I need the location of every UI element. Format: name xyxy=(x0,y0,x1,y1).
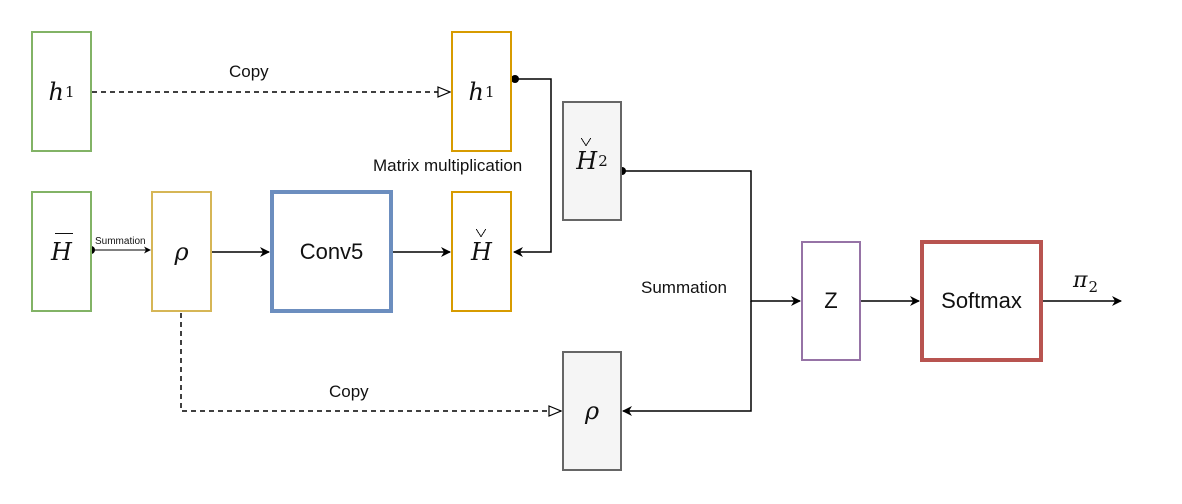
label-copy-top: Copy xyxy=(229,62,269,81)
label-summation: Summation xyxy=(641,278,727,297)
node-z-label: Z xyxy=(824,288,838,313)
edge-h1-to-hhat xyxy=(513,78,552,257)
edge-copy-rho xyxy=(180,313,561,411)
node-z: Z xyxy=(801,241,861,361)
edge-hhat2-to-z xyxy=(622,170,801,306)
node-h-hat-2-subscript: 2 xyxy=(598,152,608,170)
label-output-symbol: π xyxy=(1073,268,1088,293)
node-rho-copy: ρ xyxy=(562,351,622,471)
node-h1-copy-symbol: h xyxy=(468,77,484,106)
node-conv5: Conv5 xyxy=(270,190,393,313)
node-softmax: Softmax xyxy=(920,240,1043,362)
node-rho-source-symbol: ρ xyxy=(174,237,189,266)
label-output: π2 xyxy=(1073,268,1098,296)
node-rho-copy-symbol: ρ xyxy=(584,397,600,425)
label-copy-bottom: Copy xyxy=(329,382,369,401)
label-output-subscript: 2 xyxy=(1088,278,1099,296)
node-conv5-label: Conv5 xyxy=(299,238,364,264)
edge-sum-to-rho xyxy=(622,301,752,416)
node-h1-source-subscript: 1 xyxy=(64,82,75,101)
node-h1-source-symbol: h xyxy=(48,77,64,106)
node-h-hat-symbol: H xyxy=(471,228,492,266)
label-matrix-multiplication: Matrix multiplication xyxy=(373,156,523,175)
edge-h1-dot xyxy=(511,75,519,83)
node-softmax-label: Softmax xyxy=(941,288,1022,313)
node-h-bar: H xyxy=(31,191,92,312)
node-h1-copy-subscript: 1 xyxy=(484,82,495,101)
node-h-hat: H xyxy=(451,191,512,312)
node-h-hat-2-symbol: H xyxy=(576,138,598,175)
node-rho-source: ρ xyxy=(151,191,212,312)
label-summation-small: Summation xyxy=(95,236,146,247)
node-h-bar-symbol: H xyxy=(51,232,73,266)
